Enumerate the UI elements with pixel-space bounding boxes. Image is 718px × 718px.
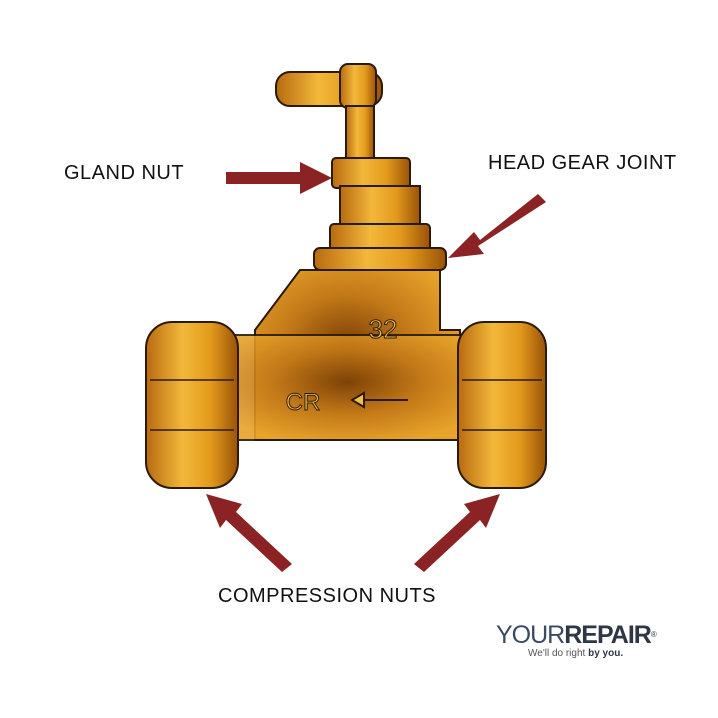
headgear xyxy=(339,185,421,227)
maker-marking: CR xyxy=(286,389,321,416)
logo-registered: ® xyxy=(650,630,657,639)
logo-bold-text: REPAIR xyxy=(564,621,652,649)
tagline-prefix: We'll do right xyxy=(528,648,589,659)
logo-tagline: We'll do right by you. xyxy=(528,648,656,659)
valve-size-marking: 32 xyxy=(369,314,398,344)
gland-nut xyxy=(331,157,411,189)
label-head-gear-joint: HEAD GEAR JOINT xyxy=(488,152,677,174)
handle-hub xyxy=(339,63,377,109)
compression-nut-right xyxy=(457,321,547,489)
arrow-head-gear-joint xyxy=(448,194,546,258)
stem xyxy=(345,105,375,163)
label-gland-nut: GLAND NUT xyxy=(64,162,185,184)
arrow-gland-nut xyxy=(226,162,332,194)
compression-nut-left xyxy=(145,321,239,489)
flow-arrow-marking xyxy=(350,391,408,409)
logo-light-text: YOUR xyxy=(496,621,565,649)
label-compression-nuts: COMPRESSION NUTS xyxy=(218,585,437,607)
headgear-nut xyxy=(329,223,431,251)
body-pipe xyxy=(234,334,486,441)
tagline-bold: by you. xyxy=(588,648,624,659)
yourrepair-logo: YOURREPAIR® We'll do right by you. xyxy=(496,621,657,659)
arrow-compression-nut-right xyxy=(414,494,500,572)
head-gear-flange xyxy=(313,247,447,271)
arrow-compression-nut-left xyxy=(206,494,292,572)
